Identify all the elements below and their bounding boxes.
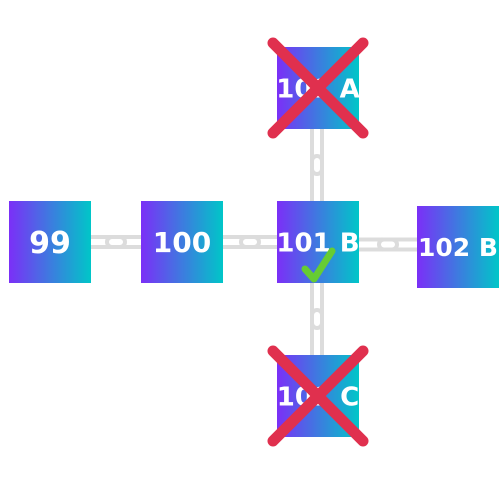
- chain-link-segment: [377, 237, 421, 252]
- block-102b-box: [417, 206, 499, 288]
- block-102b-label: 102 B: [418, 233, 498, 262]
- block-102b: 102 B: [417, 206, 499, 288]
- check-mark-icon: [301, 247, 336, 283]
- chain-link-icon: [87, 235, 145, 249]
- block-100-label: 100: [153, 226, 211, 259]
- chain-link-segment: [239, 235, 281, 249]
- chain-link-icon: [219, 235, 281, 249]
- check-stroke: [301, 247, 336, 283]
- chain-link-segment: [310, 154, 324, 205]
- cross-mark-icon: [267, 345, 369, 447]
- chain-links: [87, 125, 421, 359]
- block-101b-label: 101 B: [276, 228, 359, 258]
- block-99-box: [9, 201, 91, 283]
- chain-link-segment: [310, 308, 324, 359]
- cross-stroke: [267, 37, 369, 139]
- block-100-box: [141, 201, 223, 283]
- block-99: 99: [9, 201, 91, 283]
- block-99-label: 99: [29, 226, 71, 261]
- cross-stroke: [267, 345, 369, 447]
- cross-mark-icon: [267, 37, 369, 139]
- block-100: 100: [141, 201, 223, 283]
- chain-link-icon: [310, 279, 324, 359]
- chain-link-icon: [310, 125, 324, 205]
- chain-link-segment: [105, 235, 145, 249]
- chain-link-icon: [355, 237, 421, 252]
